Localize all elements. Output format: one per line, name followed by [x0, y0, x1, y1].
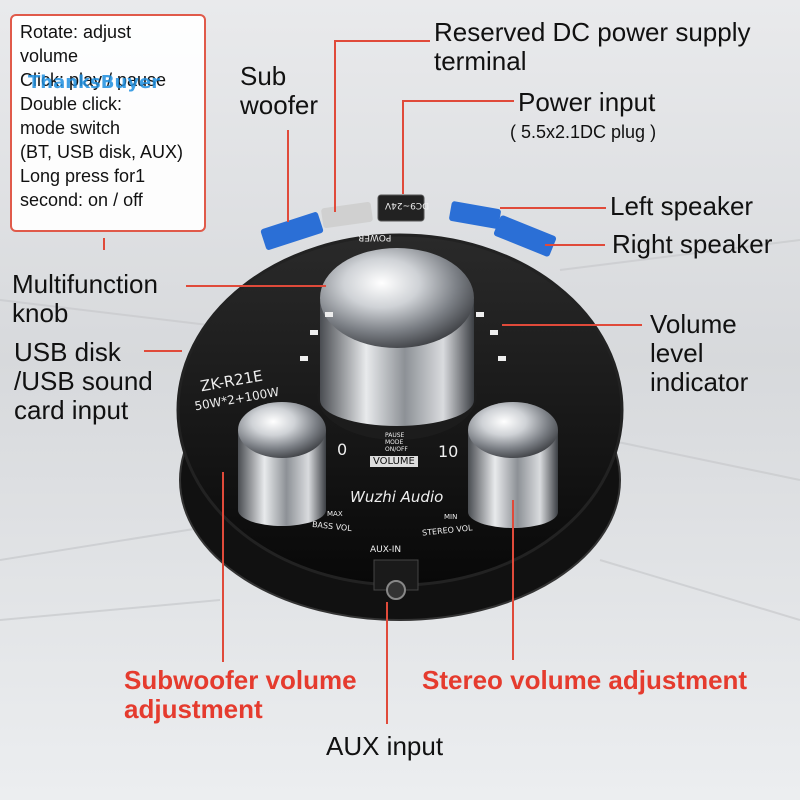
leader-line-bass	[222, 472, 224, 662]
leader-line-knob	[186, 285, 326, 287]
leader-line-stereo	[512, 500, 514, 660]
leader-line-indicator	[502, 324, 642, 326]
leader-line-power-v	[402, 100, 404, 194]
power-board-label: POWER	[358, 232, 392, 242]
stereo-knob-top	[468, 402, 558, 458]
callout-line-4: Double click:	[20, 94, 123, 114]
leader-line-reserved-dc	[334, 40, 430, 42]
volume-max-label: 10	[438, 442, 459, 461]
callout-line-6: (BT, USB disk, AUX)	[20, 142, 184, 162]
aux-jack-hole	[386, 580, 406, 600]
leader-line-callout	[103, 238, 105, 250]
bass-max-label: MAX	[327, 510, 343, 518]
label-subwoofer-volume: Subwoofer volume adjustment	[124, 665, 357, 724]
dc-jack	[377, 194, 425, 222]
label-right-speaker: Right speaker	[612, 229, 773, 259]
callout-line-3: Click: play / pause	[20, 70, 167, 90]
leader-line-power	[402, 100, 514, 102]
leader-line-usb	[144, 350, 182, 352]
leader-line-right-speaker	[545, 244, 605, 246]
callout-line-8: second: on / off	[20, 190, 143, 210]
leader-line-left-speaker	[500, 207, 606, 209]
label-left-speaker: Left speaker	[610, 191, 754, 221]
label-volume-indicator: Volume level indicator	[650, 309, 749, 397]
callout-line-5: mode switch	[20, 118, 121, 138]
bass-knob-top	[238, 402, 326, 458]
label-usb-input: USB disk /USB sound card input	[14, 337, 153, 425]
label-stereo-volume: Stereo volume adjustment	[422, 665, 748, 695]
volume-leds	[300, 312, 506, 361]
subwoofer-terminal	[260, 212, 324, 250]
brand-label: Wuzhi Audio	[350, 488, 444, 506]
dc-rating-board-label: DC9~24V	[385, 200, 430, 210]
multifunction-knob-top	[320, 248, 474, 348]
label-aux-input: AUX input	[326, 731, 444, 761]
mode-legend: PAUSE MODE ON/OFF	[385, 432, 408, 453]
label-power-plug: ( 5.5x2.1DC plug )	[510, 122, 657, 142]
label-subwoofer: Sub woofer	[240, 61, 319, 120]
leader-line-reserved-dc-v	[334, 40, 336, 212]
label-reserved-dc: Reserved DC power supply terminal	[434, 17, 751, 76]
label-power-input: Power input	[518, 87, 656, 117]
leader-line-aux	[386, 602, 388, 724]
volume-min-label: 0	[337, 440, 348, 459]
callout-line-1: Rotate: adjust	[20, 22, 132, 42]
label-multifunction-knob: Multifunction knob	[12, 269, 158, 328]
leader-line-subwoofer	[287, 130, 289, 222]
right-speaker-terminal	[493, 215, 557, 257]
watermark-logo: ThanksBuyer	[28, 72, 161, 93]
aux-in-board-label: AUX-IN	[370, 545, 402, 555]
callout-line-7: Long press for1	[20, 166, 146, 186]
dc-reserved-terminal	[321, 202, 373, 228]
stereo-min-label: MIN	[444, 513, 458, 521]
knob-instructions-callout: Rotate: adjust volume Click: play / paus…	[10, 14, 206, 232]
callout-line-2: volume	[20, 46, 79, 66]
terminal-blocks	[260, 194, 557, 257]
volume-board-label: VOLUME	[370, 456, 418, 467]
left-speaker-terminal	[449, 201, 501, 229]
